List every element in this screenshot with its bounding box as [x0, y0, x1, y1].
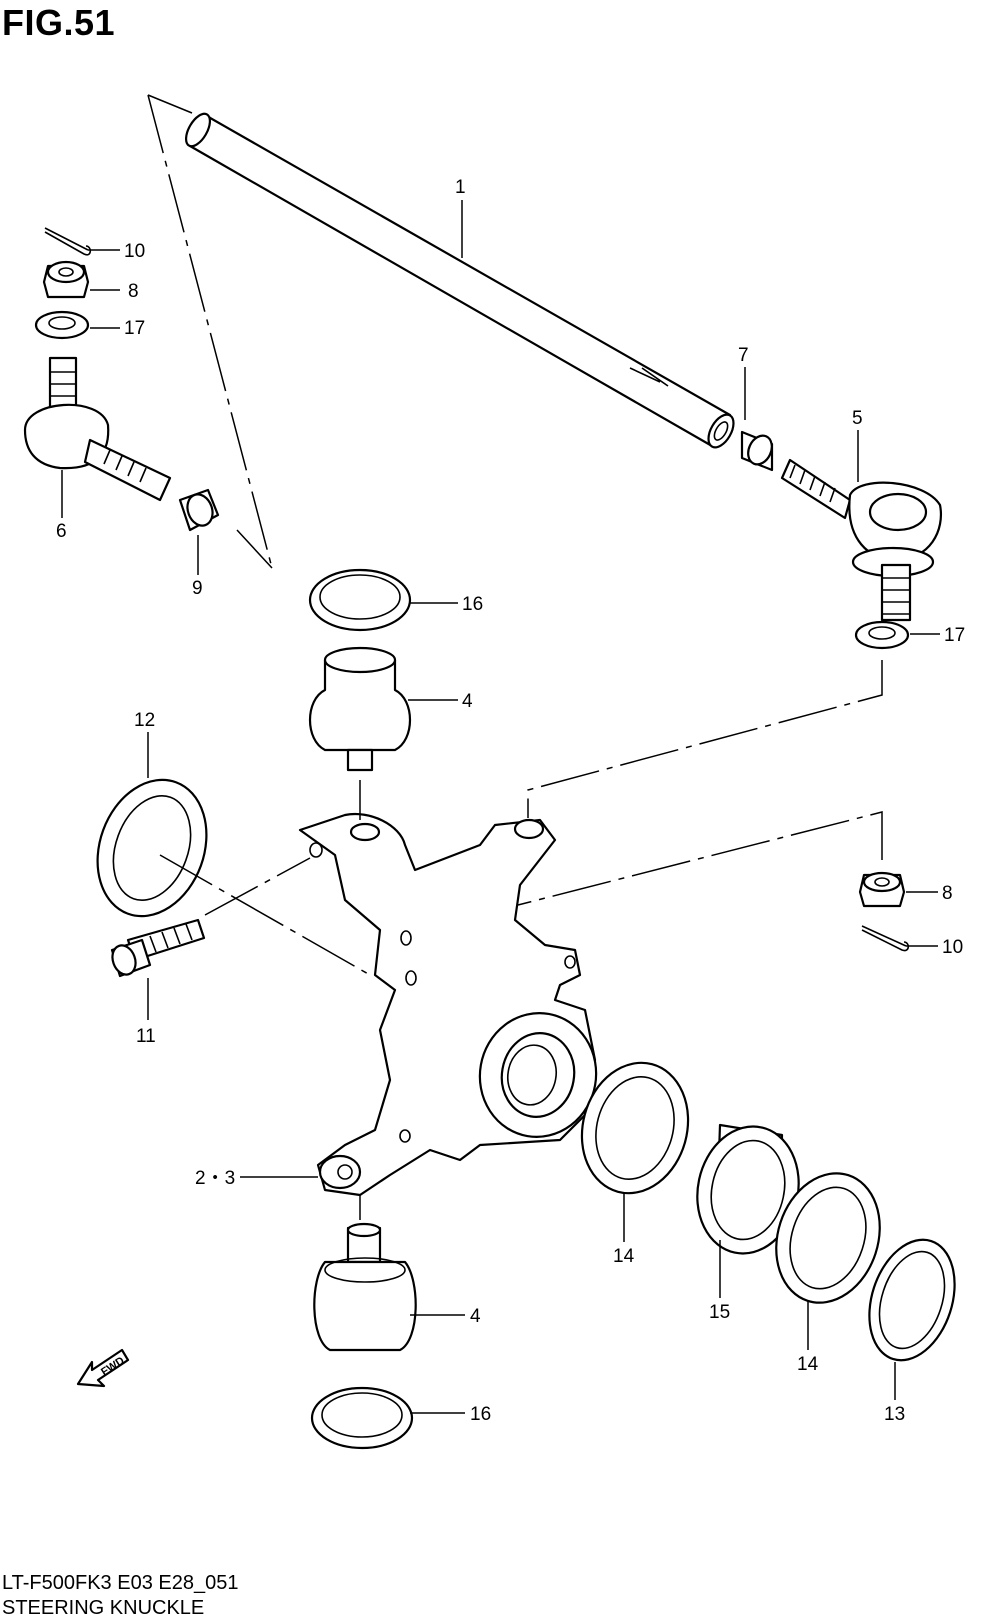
reference-triangle — [147, 94, 273, 569]
callout-7: 7 — [738, 345, 749, 366]
callout-13: 13 — [884, 1404, 905, 1425]
steering-knuckle-part-2-3[interactable] — [298, 812, 606, 1197]
model-code: LT-F500FK3 E03 E28_051 — [2, 1572, 239, 1594]
lock-nut-part-7[interactable] — [740, 430, 776, 472]
callout-16-upper: 16 — [462, 594, 483, 615]
cotter-pin-part-10-right[interactable] — [861, 925, 910, 952]
callout-2-3: 2・3 — [195, 1168, 235, 1189]
washer-part-17-right[interactable] — [854, 620, 910, 650]
callout-15: 15 — [709, 1302, 730, 1323]
callout-6: 6 — [56, 521, 67, 542]
callout-8-left: 8 — [128, 281, 139, 302]
ball-joint-part-4-upper[interactable] — [308, 646, 412, 772]
figure-name: STEERING KNUCKLE — [2, 1597, 205, 1619]
callout-17-right: 17 — [944, 625, 965, 646]
callout-9: 9 — [192, 578, 203, 599]
leader-lines — [61, 200, 940, 1414]
callout-12: 12 — [134, 710, 155, 731]
callout-4-lower: 4 — [470, 1306, 481, 1327]
tie-rod-part-1[interactable] — [181, 110, 738, 452]
lock-nut-part-9[interactable] — [178, 488, 220, 532]
callout-11: 11 — [136, 1026, 156, 1047]
callout-10-right: 10 — [942, 937, 963, 958]
tie-rod-end-part-5[interactable] — [780, 458, 942, 622]
castle-nut-part-8-left[interactable] — [42, 260, 90, 299]
callout-labels: 1 7 5 10 8 17 6 9 16 4 12 17 8 10 11 2・3… — [56, 177, 965, 1425]
ball-joint-part-4-lower[interactable] — [313, 1222, 417, 1352]
callout-14-a: 14 — [613, 1246, 635, 1267]
callout-5: 5 — [852, 408, 863, 429]
tie-rod-end-part-6[interactable] — [23, 356, 172, 502]
callout-4-upper: 4 — [462, 691, 473, 712]
washer-part-17-left[interactable] — [34, 310, 90, 340]
cotter-pin-part-10-left[interactable] — [44, 227, 92, 256]
callout-16-lower: 16 — [470, 1404, 491, 1425]
circlip-part-16-upper[interactable] — [308, 568, 412, 632]
callout-10-left: 10 — [124, 241, 145, 262]
ring-part-13[interactable] — [855, 1229, 969, 1372]
callout-8-right: 8 — [942, 883, 953, 904]
castle-nut-part-8-right[interactable] — [858, 871, 906, 908]
figure-title: FIG.51 — [2, 2, 116, 43]
callout-17-left: 17 — [124, 318, 145, 339]
callout-1: 1 — [455, 177, 466, 198]
callout-14-b: 14 — [797, 1354, 819, 1375]
oil-seal-part-14-a[interactable] — [568, 1051, 703, 1205]
oil-seal-part-12[interactable] — [79, 764, 225, 931]
assembly-lines — [159, 660, 883, 1220]
circlip-part-16-lower[interactable] — [310, 1386, 414, 1450]
fwd-arrow-icon: FWD — [76, 1348, 130, 1388]
bolt-part-11[interactable] — [109, 918, 206, 978]
bearing-part-15[interactable] — [686, 1117, 810, 1263]
